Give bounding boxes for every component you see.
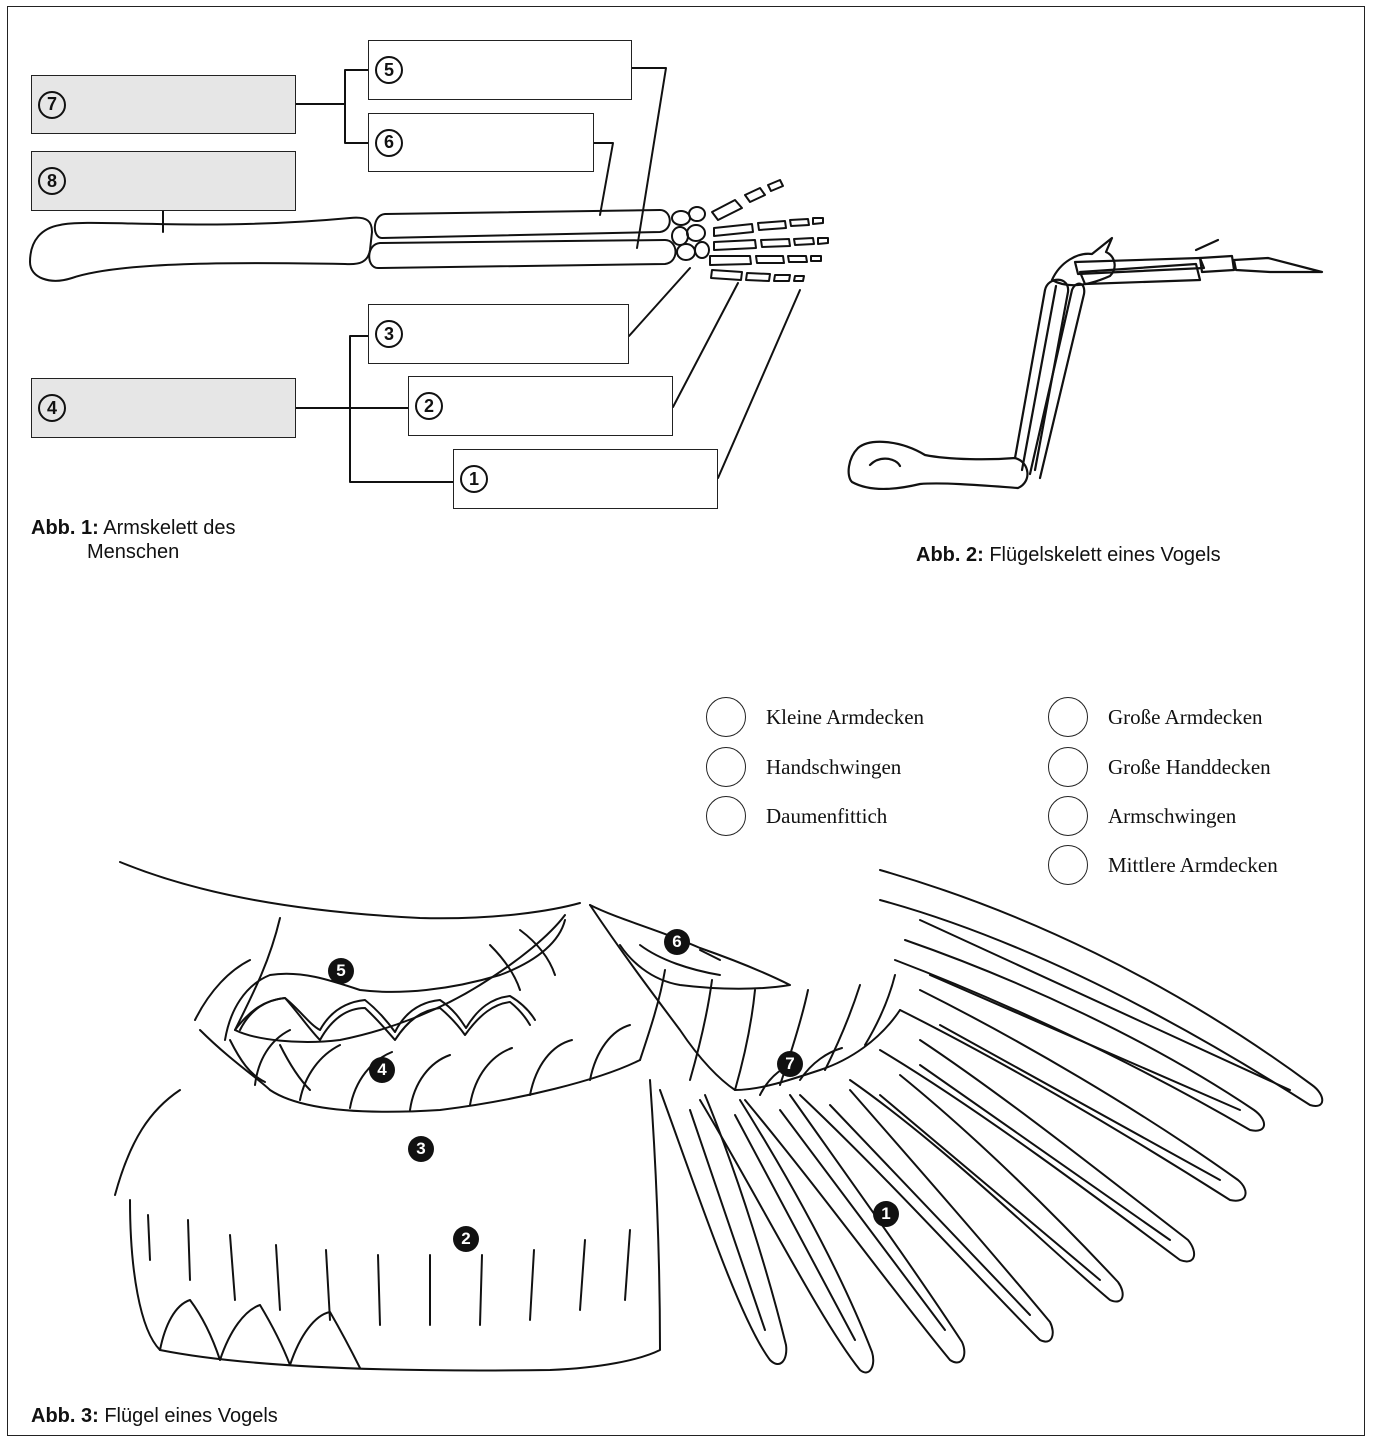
legend-item-kleine-armdecken[interactable]: Kleine Armdecken xyxy=(706,697,924,737)
legend-label: Kleine Armdecken xyxy=(766,705,924,730)
answer-circle[interactable] xyxy=(706,747,746,787)
wing-number-4: 4 xyxy=(369,1057,395,1083)
legend-label: Armschwingen xyxy=(1108,804,1236,829)
legend-item-grosse-handdecken[interactable]: Große Handdecken xyxy=(1048,747,1271,787)
caption-fig1-text-2: Menschen xyxy=(31,540,236,564)
legend-item-armschwingen[interactable]: Armschwingen xyxy=(1048,796,1236,836)
legend-label: Daumenfittich xyxy=(766,804,887,829)
label-box-7[interactable]: 7 xyxy=(31,75,296,134)
label-box-2[interactable]: 2 xyxy=(408,376,673,436)
box-number-2: 2 xyxy=(415,392,443,420)
wing-number-3: 3 xyxy=(408,1136,434,1162)
bird-wing-skeleton xyxy=(849,238,1322,489)
caption-fig3-text: Flügel eines Vogels xyxy=(104,1405,277,1427)
wing-number-5: 5 xyxy=(328,958,354,984)
caption-fig1: Abb. 1: Armskelett des Menschen xyxy=(31,516,236,564)
wing-number-7: 7 xyxy=(777,1051,803,1077)
caption-fig3: Abb. 3: Flügel eines Vogels xyxy=(31,1404,278,1428)
answer-circle[interactable] xyxy=(1048,796,1088,836)
caption-fig2-label: Abb. 2: xyxy=(916,544,984,566)
legend-item-grosse-armdecken[interactable]: Große Armdecken xyxy=(1048,697,1263,737)
label-box-3[interactable]: 3 xyxy=(368,304,629,364)
box-number-3: 3 xyxy=(375,320,403,348)
label-box-1[interactable]: 1 xyxy=(453,449,718,509)
answer-circle[interactable] xyxy=(706,796,746,836)
caption-fig2: Abb. 2: Flügelskelett eines Vogels xyxy=(916,543,1221,567)
legend-item-mittlere-armdecken[interactable]: Mittlere Armdecken xyxy=(1048,845,1278,885)
wing-number-6: 6 xyxy=(664,929,690,955)
box-number-1: 1 xyxy=(460,465,488,493)
label-box-6[interactable]: 6 xyxy=(368,113,594,172)
legend-label: Handschwingen xyxy=(766,755,901,780)
label-box-4[interactable]: 4 xyxy=(31,378,296,438)
wing-number-1: 1 xyxy=(873,1201,899,1227)
answer-circle[interactable] xyxy=(1048,845,1088,885)
bird-wing-drawing xyxy=(115,862,1322,1372)
caption-fig2-text: Flügelskelett eines Vogels xyxy=(989,544,1220,566)
legend-label: Mittlere Armdecken xyxy=(1108,853,1278,878)
answer-circle[interactable] xyxy=(706,697,746,737)
legend-item-daumenfittich[interactable]: Daumenfittich xyxy=(706,796,887,836)
box-number-5: 5 xyxy=(375,56,403,84)
caption-fig1-label: Abb. 1: xyxy=(31,517,99,539)
caption-fig1-text-1: Armskelett des xyxy=(103,517,235,539)
caption-fig3-label: Abb. 3: xyxy=(31,1405,99,1427)
label-box-8[interactable]: 8 xyxy=(31,151,296,211)
box-number-8: 8 xyxy=(38,167,66,195)
answer-circle[interactable] xyxy=(1048,697,1088,737)
wing-number-2: 2 xyxy=(453,1226,479,1252)
box-number-4: 4 xyxy=(38,394,66,422)
box-number-6: 6 xyxy=(375,129,403,157)
answer-circle[interactable] xyxy=(1048,747,1088,787)
box-number-7: 7 xyxy=(38,91,66,119)
label-box-5[interactable]: 5 xyxy=(368,40,632,100)
legend-label: Große Handdecken xyxy=(1108,755,1271,780)
legend-label: Große Armdecken xyxy=(1108,705,1263,730)
legend-item-handschwingen[interactable]: Handschwingen xyxy=(706,747,901,787)
